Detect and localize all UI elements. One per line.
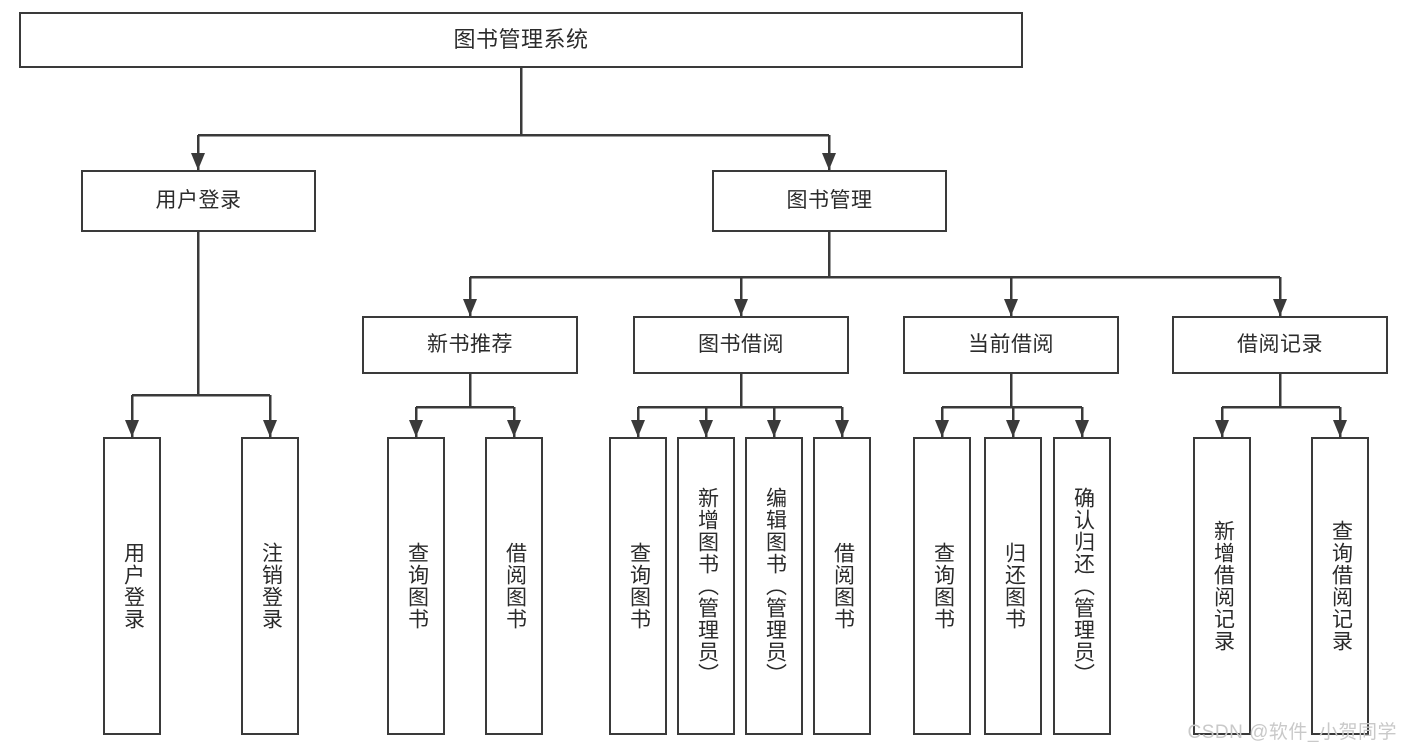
- node-leaf-confirm-return-admin[interactable]: 确认归还（管理员）: [1053, 437, 1111, 735]
- node-leaf-add-borrow-record[interactable]: 新增借阅记录: [1193, 437, 1251, 735]
- node-leaf-query-borrow-record[interactable]: 查询借阅记录: [1311, 437, 1369, 735]
- node-leaf-return-book[interactable]: 归还图书: [984, 437, 1042, 735]
- node-leaf-query-book-1[interactable]: 查询图书: [387, 437, 445, 735]
- node-label: 图书管理: [786, 189, 873, 213]
- node-leaf-query-book-3[interactable]: 查询图书: [913, 437, 971, 735]
- node-label: 图书借阅: [698, 333, 784, 357]
- node-label: 用户登录: [155, 189, 242, 213]
- node-label: 借阅图书: [503, 542, 527, 630]
- node-current-borrow[interactable]: 当前借阅: [903, 316, 1119, 374]
- node-label: 查询图书: [627, 542, 651, 630]
- node-leaf-add-book-admin[interactable]: 新增图书（管理员）: [677, 437, 735, 735]
- node-leaf-user-login[interactable]: 用户登录: [103, 437, 161, 735]
- node-user-login[interactable]: 用户登录: [81, 170, 316, 232]
- node-label: 借阅记录: [1237, 333, 1323, 357]
- node-label: 查询借阅记录: [1329, 520, 1353, 652]
- node-book-management[interactable]: 图书管理: [712, 170, 947, 232]
- node-label: 查询图书: [405, 542, 429, 630]
- node-label: 用户登录: [121, 542, 145, 630]
- node-new-book-recommend[interactable]: 新书推荐: [362, 316, 578, 374]
- node-book-management-system[interactable]: 图书管理系统: [19, 12, 1023, 68]
- node-label: 图书管理系统: [453, 26, 589, 52]
- node-label: 注销登录: [259, 542, 283, 630]
- csdn-watermark: CSDN @软件_小贺同学: [1187, 722, 1397, 743]
- node-leaf-query-book-2[interactable]: 查询图书: [609, 437, 667, 735]
- node-label: 新增图书（管理员）: [695, 487, 719, 685]
- node-label: 借阅图书: [831, 542, 855, 630]
- node-book-borrow[interactable]: 图书借阅: [633, 316, 849, 374]
- node-label: 当前借阅: [968, 333, 1054, 357]
- node-leaf-borrow-book-1[interactable]: 借阅图书: [485, 437, 543, 735]
- node-label: 查询图书: [931, 542, 955, 630]
- node-leaf-logout-login[interactable]: 注销登录: [241, 437, 299, 735]
- node-label: 新书推荐: [427, 333, 513, 357]
- node-borrow-record[interactable]: 借阅记录: [1172, 316, 1388, 374]
- node-leaf-edit-book-admin[interactable]: 编辑图书（管理员）: [745, 437, 803, 735]
- node-label: 新增借阅记录: [1211, 520, 1235, 652]
- node-label: 归还图书: [1002, 542, 1026, 630]
- node-leaf-borrow-book-2[interactable]: 借阅图书: [813, 437, 871, 735]
- node-label: 编辑图书（管理员）: [763, 487, 787, 685]
- node-label: 确认归还（管理员）: [1071, 487, 1095, 685]
